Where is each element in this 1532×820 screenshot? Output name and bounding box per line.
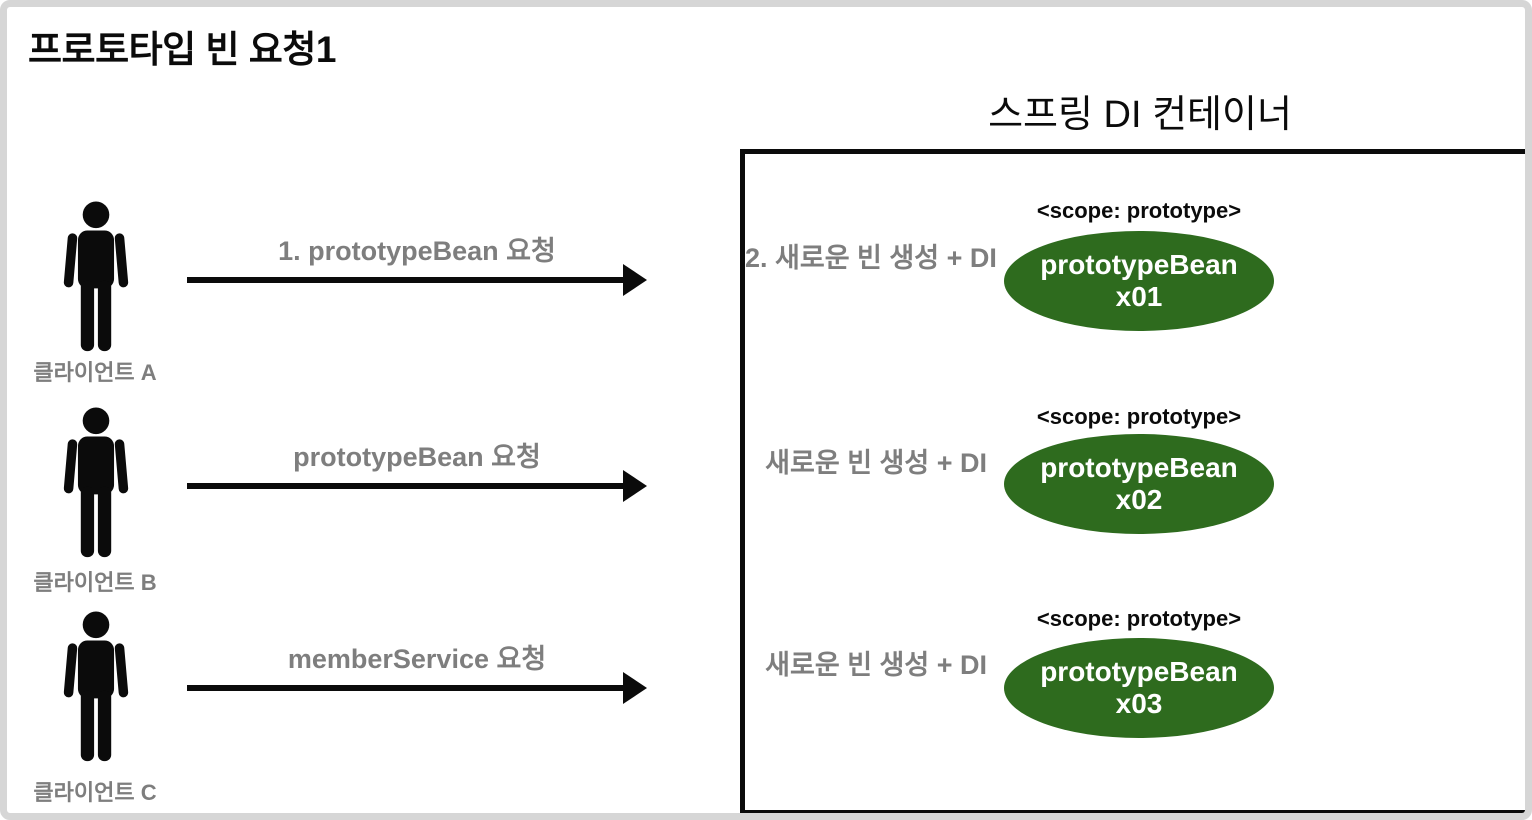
person-icon	[61, 201, 131, 353]
page-title: 프로토타입 빈 요청1	[28, 29, 336, 70]
spring-di-container-label: 스프링 DI 컨테이너	[988, 94, 1292, 136]
bean-instance: x01	[1115, 281, 1163, 312]
bean-name: prototypeBean	[1040, 452, 1238, 483]
bean-name: prototypeBean	[1040, 656, 1238, 687]
spring-di-container-box	[740, 149, 1525, 813]
prototype-bean-ellipse: prototypeBean x02	[1004, 434, 1274, 534]
request-arrow	[187, 470, 647, 502]
diagram-row-client-a: 클라이언트 A 1. prototypeBean 요청 2. 새로운 빈 생성 …	[7, 7, 1525, 813]
scope-label: <scope: prototype>	[1036, 606, 1242, 631]
person-icon	[61, 407, 131, 559]
arrow-line	[187, 277, 623, 283]
arrow-line	[187, 483, 623, 489]
client-label: 클라이언트 A	[33, 360, 157, 385]
person-icon	[61, 611, 131, 763]
prototype-bean-ellipse: prototypeBean x03	[1004, 638, 1274, 738]
request-arrow	[187, 264, 647, 296]
bean-instance: x03	[1115, 688, 1163, 719]
diagram-row-client-c: 클라이언트 C memberService 요청 새로운 빈 생성 + DI <…	[7, 7, 1525, 813]
bean-name: prototypeBean	[1040, 249, 1238, 280]
request-arrow-label: memberService 요청	[287, 644, 547, 674]
bean-creation-label: 새로운 빈 생성 + DI	[765, 650, 987, 680]
arrow-head-icon	[623, 672, 647, 704]
bean-creation-label: 새로운 빈 생성 + DI	[765, 448, 987, 478]
request-arrow	[187, 672, 647, 704]
prototype-bean-ellipse: prototypeBean x01	[1004, 231, 1274, 331]
scope-label: <scope: prototype>	[1036, 404, 1242, 429]
client-label: 클라이언트 C	[33, 780, 157, 805]
diagram-row-client-b: 클라이언트 B prototypeBean 요청 새로운 빈 생성 + DI <…	[7, 7, 1525, 813]
client-label: 클라이언트 B	[33, 570, 157, 595]
arrow-head-icon	[623, 470, 647, 502]
arrow-line	[187, 685, 623, 691]
bean-instance: x02	[1115, 484, 1163, 515]
request-arrow-label: prototypeBean 요청	[293, 442, 541, 472]
bean-creation-label: 2. 새로운 빈 생성 + DI	[745, 243, 997, 273]
request-arrow-label: 1. prototypeBean 요청	[278, 236, 556, 266]
scope-label: <scope: prototype>	[1036, 198, 1242, 223]
arrow-head-icon	[623, 264, 647, 296]
